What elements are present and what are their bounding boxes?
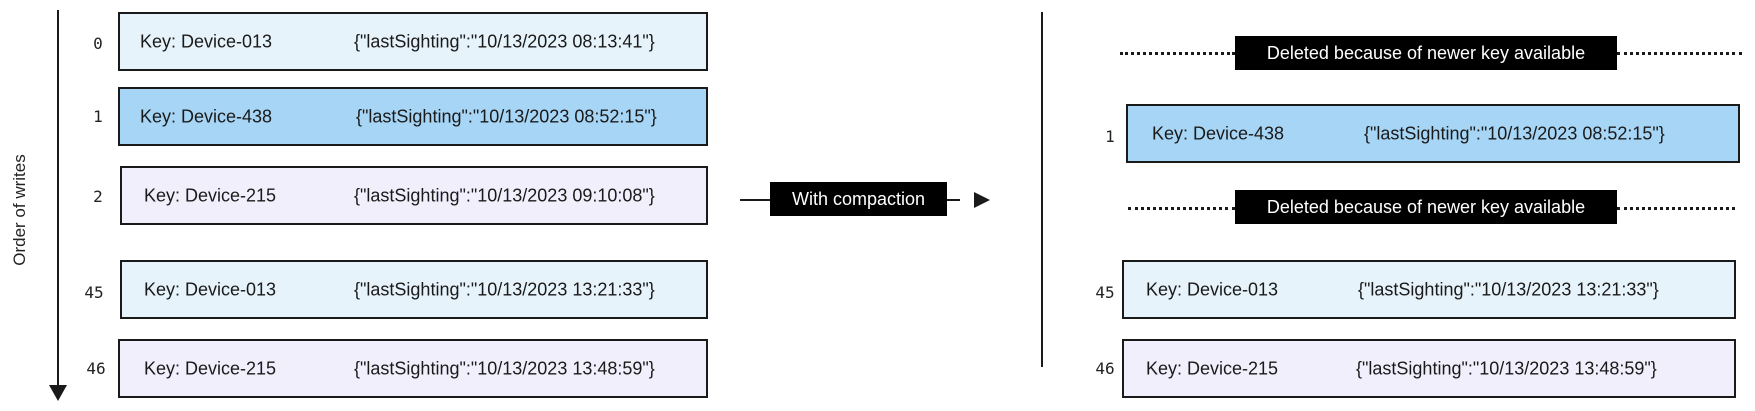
deleted-label: Deleted because of newer key available [1235,190,1617,224]
compaction-arrowhead [974,192,990,208]
deleted-dotted-line [1617,207,1735,210]
record-value: {"lastSighting":"10/13/2023 13:48:59"} [354,358,655,378]
deleted-dotted-line [1120,52,1235,55]
order-axis-arrowhead [49,385,67,401]
record-key: Key: Device-215 [144,185,277,205]
record-index: 0 [93,34,103,53]
record-value: {"lastSighting":"10/13/2023 08:52:15"} [1364,123,1665,143]
log-record-device-215: Key: Device-215 {"lastSighting":"10/13/2… [118,339,708,398]
record-index: 45 [84,283,104,302]
record-value: {"lastSighting":"10/13/2023 13:21:33"} [354,279,655,299]
log-record-device-013: Key: Device-013 {"lastSighting":"10/13/2… [1122,260,1736,319]
log-record-device-438: Key: Device-438 {"lastSighting":"10/13/2… [118,87,708,146]
log-record-device-215: Key: Device-215 {"lastSighting":"10/13/2… [120,166,708,225]
deleted-label: Deleted because of newer key available [1235,36,1617,70]
log-record-device-215: Key: Device-215 {"lastSighting":"10/13/2… [1122,339,1736,398]
record-value: {"lastSighting":"10/13/2023 09:10:08"} [354,185,655,205]
record-value: {"lastSighting":"10/13/2023 08:52:15"} [356,106,657,126]
deleted-dotted-line [1617,52,1742,55]
record-index: 2 [93,187,103,206]
log-record-device-438: Key: Device-438 {"lastSighting":"10/13/2… [1126,104,1740,163]
record-key: Key: Device-013 [144,279,277,299]
record-value: {"lastSighting":"10/13/2023 13:48:59"} [1356,358,1657,378]
deleted-dotted-line [1128,207,1235,210]
record-value: {"lastSighting":"10/13/2023 08:13:41"} [354,31,655,51]
log-after-divider [1041,12,1043,367]
order-axis-line [57,10,59,385]
record-index: 45 [1095,283,1115,302]
record-index: 1 [1105,127,1115,146]
record-key: Key: Device-438 [140,106,273,126]
record-key: Key: Device-013 [140,31,273,51]
record-value: {"lastSighting":"10/13/2023 13:21:33"} [1358,279,1659,299]
record-key: Key: Device-438 [1152,123,1285,143]
record-key: Key: Device-215 [1146,358,1279,378]
compaction-label: With compaction [770,182,947,216]
record-index: 1 [93,107,103,126]
log-record-device-013: Key: Device-013 {"lastSighting":"10/13/2… [118,12,708,71]
order-axis-label-text: Order of writes [10,154,29,266]
log-record-device-013: Key: Device-013 {"lastSighting":"10/13/2… [120,260,708,319]
record-index: 46 [1095,359,1115,378]
record-key: Key: Device-013 [1146,279,1279,299]
record-index: 46 [86,359,106,378]
record-key: Key: Device-215 [144,358,277,378]
